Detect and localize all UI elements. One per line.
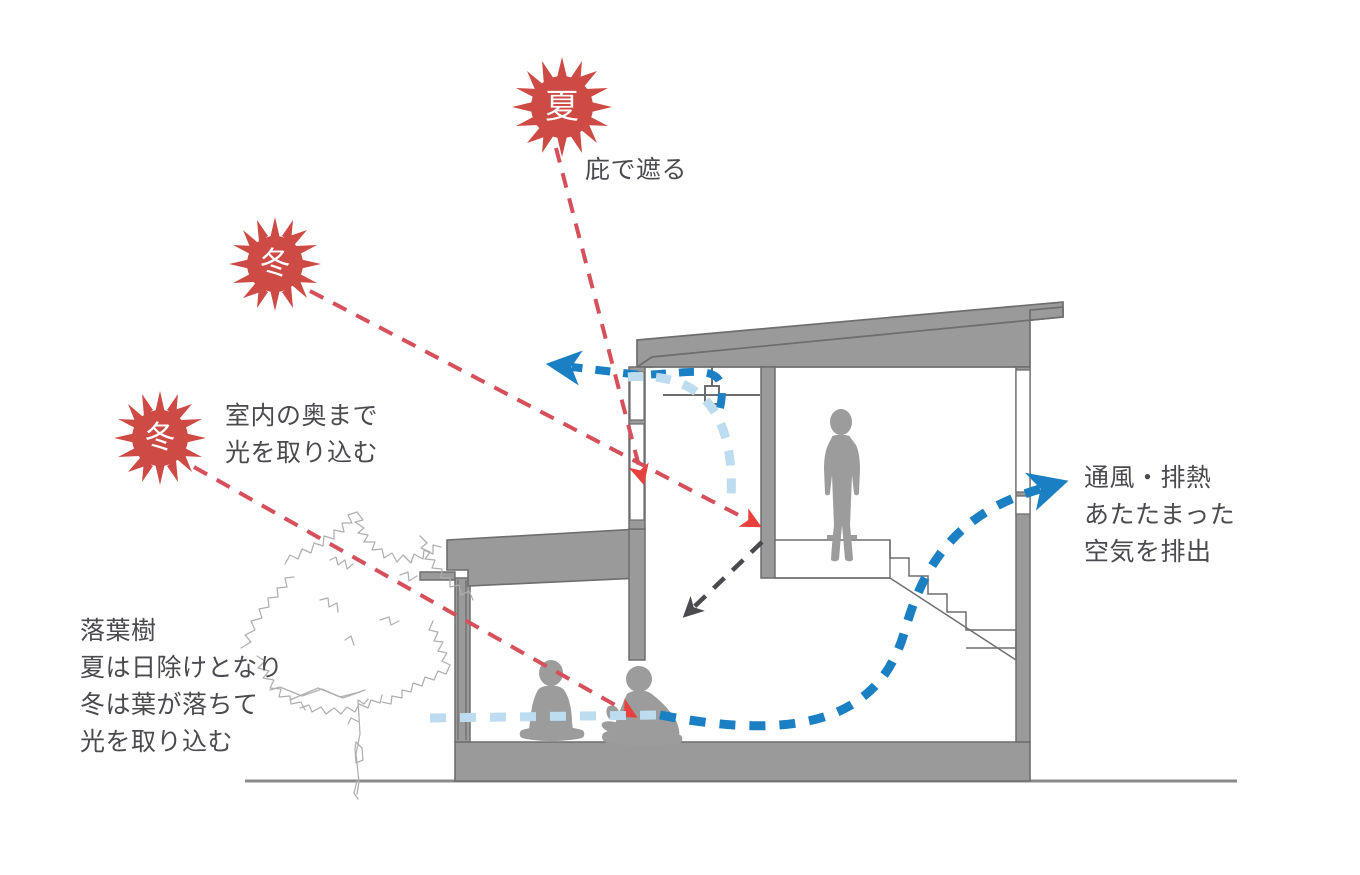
ray-winter-high	[309, 289, 762, 528]
sun-winter-high-icon: 冬	[229, 217, 321, 311]
sun-winter-high-label: 冬	[260, 246, 291, 282]
sun-summer-icon: 夏	[512, 57, 612, 157]
deciduous-tree	[240, 511, 474, 800]
mid-floor-slab	[446, 528, 641, 587]
building-section	[419, 301, 1064, 782]
figure-seated-adult	[519, 660, 585, 741]
ray-winter-low	[193, 465, 638, 718]
upper-left-window	[629, 371, 645, 521]
right-high-window	[1015, 369, 1031, 493]
airflow-upper-exhaust	[545, 350, 726, 409]
ray-summer	[554, 147, 649, 486]
figure-standing	[824, 409, 860, 562]
foundation-slab	[454, 741, 1031, 782]
annotation-eaves: 庇で遮る	[585, 156, 688, 184]
interior-partition-wall	[760, 366, 776, 579]
right-window-transom	[1015, 495, 1031, 515]
airflow-main-exhaust	[659, 472, 1069, 731]
annotation-ventilation: 通風・排熱 あたたまった 空気を排出	[1084, 464, 1236, 566]
airflow-floor-intake	[429, 710, 661, 723]
sun-winter-low-label: 冬	[145, 420, 176, 456]
sun-winter-low-icon: 冬	[114, 391, 206, 485]
sun-summer-label: 夏	[545, 87, 579, 127]
arrow-reflected-light	[682, 540, 764, 618]
annotation-deep-light: 室内の奥まで 光を取り込む	[225, 402, 379, 467]
center-column	[628, 528, 646, 661]
interior-stairs	[775, 540, 1017, 661]
annotation-deciduous-tree: 落葉樹 夏は日除けとなり 冬は葉が落ちて 光を取り込む	[80, 617, 284, 756]
figure-seated-child	[601, 666, 683, 746]
